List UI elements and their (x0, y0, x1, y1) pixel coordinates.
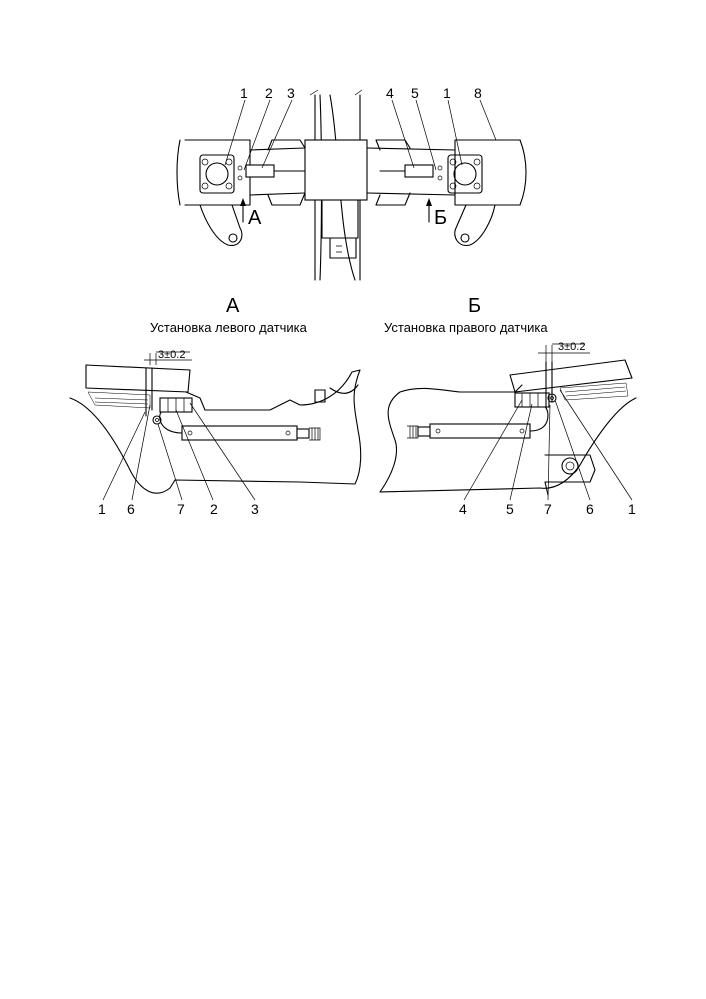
view-b-callout-6: 6 (586, 501, 594, 517)
left-axle-assembly (176, 139, 306, 247)
overview-leaders (224, 99, 497, 171)
view-b-callout-4: 4 (459, 501, 467, 517)
callout-5-top-right: 5 (411, 85, 419, 101)
view-arrow-a-label: А (248, 207, 262, 229)
right-axle-assembly (366, 139, 527, 247)
view-a: А Установка левого датчика 3±0.2 (69, 295, 362, 517)
view-a-knuckle-body (69, 369, 362, 494)
view-b-dimension: 3±0.2 (538, 341, 590, 362)
view-a-callout-2: 2 (210, 501, 218, 517)
view-a-caption: Установка левого датчика (150, 320, 308, 335)
view-b-knuckle-body (379, 384, 637, 493)
view-b-brake-pad (509, 359, 633, 393)
view-b-callout-1: 1 (628, 501, 636, 517)
view-b-caption: Установка правого датчика (384, 320, 548, 335)
callout-2-top-left: 2 (265, 85, 273, 101)
view-a-callout-1: 1 (98, 501, 106, 517)
view-a-callout-3: 3 (251, 501, 259, 517)
callout-1-top-left: 1 (240, 85, 248, 101)
view-a-brake-pad (85, 364, 191, 393)
callout-4-top-right: 4 (386, 85, 394, 101)
callout-8-top-right: 8 (474, 85, 482, 101)
view-arrow-a (240, 198, 246, 223)
view-a-letter: А (226, 295, 240, 317)
view-a-sensor (145, 367, 321, 441)
view-b-disc (559, 382, 629, 401)
view-a-disc (87, 391, 151, 409)
view-a-callout-6: 6 (127, 501, 135, 517)
view-b-dimension-text: 3±0.2 (558, 341, 585, 353)
view-arrow-b-label: Б (434, 207, 447, 229)
overview-diagram: 1 2 3 4 5 1 8 А Б (176, 85, 527, 281)
callout-3-top-left: 3 (287, 85, 295, 101)
view-b-pivot (544, 454, 596, 496)
callout-1-top-right: 1 (443, 85, 451, 101)
central-frame (304, 89, 368, 281)
view-b-callout-7: 7 (544, 501, 552, 517)
view-b: Б Установка правого датчика 3±0.2 (379, 295, 637, 517)
view-b-callout-5: 5 (506, 501, 514, 517)
view-a-dimension-text: 3±0.2 (158, 349, 185, 361)
view-b-sensor (407, 361, 557, 439)
view-b-letter: Б (468, 295, 481, 317)
view-a-callout-7: 7 (177, 501, 185, 517)
view-a-dimension: 3±0.2 (144, 349, 192, 365)
view-arrow-b (426, 198, 432, 223)
